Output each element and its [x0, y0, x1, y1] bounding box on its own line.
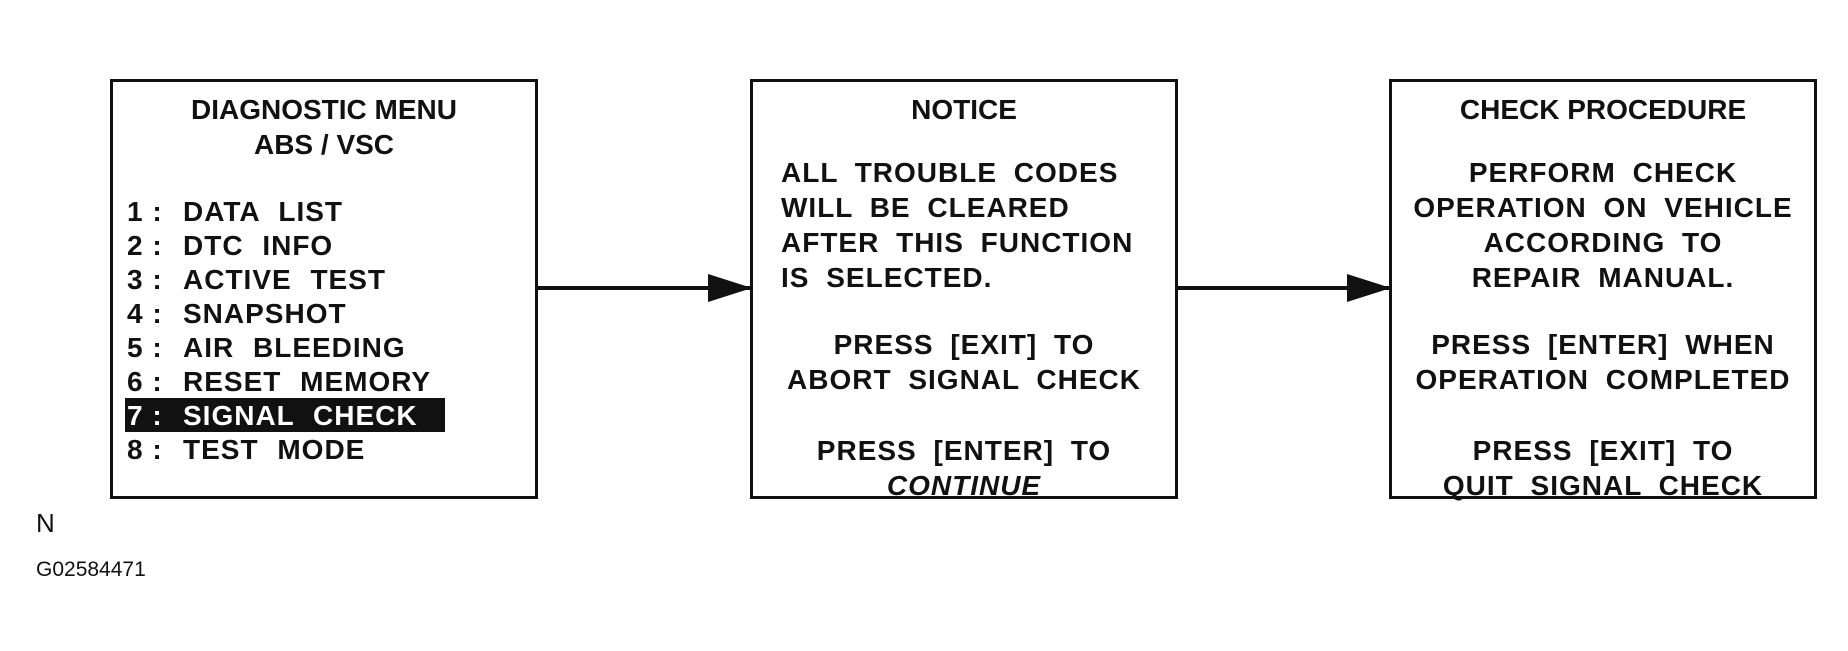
diagnostic-menu-screen: DIAGNOSTIC MENU ABS / VSC 1 : DATA LIST …: [110, 79, 538, 499]
check-procedure-screen: CHECK PROCEDURE PERFORM CHECK OPERATION …: [1389, 79, 1817, 501]
menu-title: DIAGNOSTIC MENU: [191, 94, 457, 125]
menu-item-number: 8 :: [127, 433, 163, 465]
corner-label: N: [36, 508, 55, 538]
arrow-head-icon: [1347, 274, 1391, 302]
arrow-head-icon: [708, 274, 752, 302]
notice-enter-instruction: PRESS [ENTER] TO: [816, 435, 1112, 466]
menu-item-reset-memory[interactable]: 6 : RESET MEMORY: [113, 364, 535, 398]
check-exit-instruction: PRESS [EXIT] TO QUIT SIGNAL CHECK: [1442, 435, 1764, 501]
menu-item-label: RESET MEMORY: [183, 365, 432, 397]
notice-screen: NOTICE ALL TROUBLE CODES WILL BE CLEARED…: [750, 79, 1178, 501]
menu-item-signal-check[interactable]: 7 : SIGNAL CHECK: [125, 398, 445, 432]
menu-item-number: 4 :: [127, 297, 163, 329]
menu-item-number: 7 :: [127, 399, 163, 431]
menu-item-number: 2 :: [127, 229, 163, 261]
menu-list: 1 : DATA LIST 2 : DTC INFO 3 : ACTIVE TE…: [113, 194, 535, 466]
menu-item-label: AIR BLEEDING: [183, 331, 406, 363]
menu-item-dtc-info[interactable]: 2 : DTC INFO: [113, 228, 535, 262]
menu-item-number: 3 :: [127, 263, 163, 295]
check-title: CHECK PROCEDURE: [1459, 94, 1747, 125]
menu-item-label: SIGNAL CHECK: [183, 399, 418, 431]
check-enter-instruction: PRESS [ENTER] WHEN OPERATION COMPLETED: [1415, 329, 1791, 395]
menu-item-label: SNAPSHOT: [183, 297, 347, 329]
menu-item-label: DATA LIST: [183, 195, 344, 227]
menu-item-label: DTC INFO: [183, 229, 334, 261]
menu-item-label: TEST MODE: [183, 433, 366, 465]
menu-item-number: 1 :: [127, 195, 163, 227]
menu-item-snapshot[interactable]: 4 : SNAPSHOT: [113, 296, 535, 330]
menu-item-number: 5 :: [127, 331, 163, 363]
menu-item-active-test[interactable]: 3 : ACTIVE TEST: [113, 262, 535, 296]
notice-continue-text: CONTINUE: [886, 470, 1042, 501]
notice-exit-instruction: PRESS [EXIT] TO ABORT SIGNAL CHECK: [787, 329, 1141, 395]
notice-title: NOTICE: [911, 94, 1017, 125]
check-body: PERFORM CHECK OPERATION ON VEHICLE ACCOR…: [1413, 157, 1793, 293]
menu-item-label: ACTIVE TEST: [183, 263, 387, 295]
menu-item-test-mode[interactable]: 8 : TEST MODE: [113, 432, 535, 466]
notice-body: ALL TROUBLE CODES WILL BE CLEARED AFTER …: [781, 157, 1134, 293]
menu-item-data-list[interactable]: 1 : DATA LIST: [113, 194, 535, 228]
flow-arrow-right: [538, 274, 752, 302]
menu-item-air-bleeding[interactable]: 5 : AIR BLEEDING: [113, 330, 535, 364]
figure-id: G02584471: [36, 558, 146, 581]
flow-arrow-right: [1178, 274, 1391, 302]
menu-item-number: 6 :: [127, 365, 163, 397]
menu-subtitle: ABS / VSC: [253, 129, 395, 160]
